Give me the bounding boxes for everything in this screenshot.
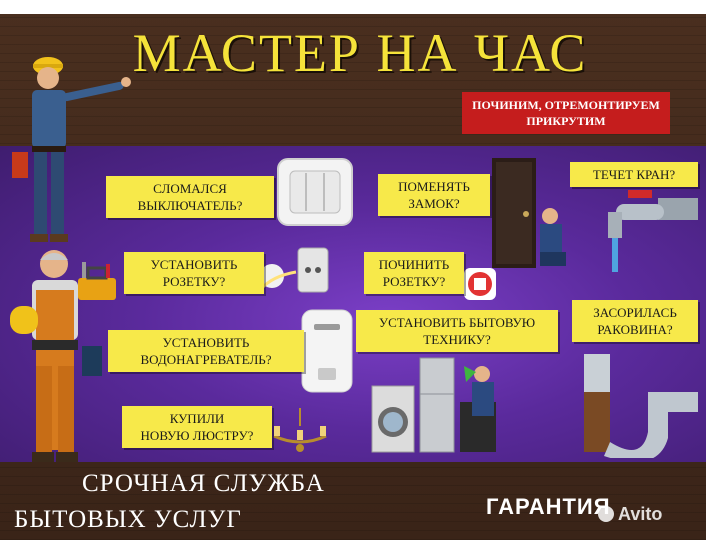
- service-label-line: ВОДОНАГРЕВАТЕЛЬ?: [140, 352, 272, 367]
- service-label-line: ВЫКЛЮЧАТЕЛЬ?: [137, 198, 243, 213]
- footer-service-line-1: СРОЧНАЯ СЛУЖБА: [82, 470, 325, 497]
- faucet-icon: [608, 190, 698, 272]
- service-label-line: УСТАНОВИТЬ БЫТОВУЮ: [378, 315, 536, 330]
- service-label-line: УСТАНОВИТЬ: [162, 335, 250, 350]
- home-appliances-illustration: [371, 357, 496, 453]
- service-label-install-socket: УСТАНОВИТЬ РОЗЕТКУ?: [124, 252, 264, 294]
- service-label-water-heater: УСТАНОВИТЬ ВОДОНАГРЕВАТЕЛЬ?: [108, 330, 304, 372]
- service-label-line: ПОМЕНЯТЬ: [398, 179, 470, 194]
- guarantee-label: ГАРАНТИЯ: [486, 494, 611, 519]
- service-label-line: ПОЧИНИТЬ: [378, 257, 450, 272]
- service-label-line: ТЕХНИКУ?: [423, 332, 491, 347]
- service-label-appliances: УСТАНОВИТЬ БЫТОВУЮ ТЕХНИКУ?: [356, 310, 558, 352]
- tagline-line-1: ПОЧИНИМ, ОТРЕМОНТИРУЕМ: [472, 98, 660, 112]
- chandelier-icon: [273, 408, 327, 452]
- avito-watermark: Avito: [598, 504, 662, 525]
- service-label-broken-switch: СЛОМАЛСЯ ВЫКЛЮЧАТЕЛЬ?: [106, 176, 274, 218]
- socket-install-illustration: [258, 247, 329, 293]
- service-label-line: ЗАМОК?: [408, 196, 460, 211]
- door-lock-illustration: [492, 158, 566, 268]
- watermark-text: Avito: [618, 504, 663, 524]
- avito-logo-icon: [598, 506, 614, 522]
- service-label-line: РАКОВИНА?: [597, 322, 673, 337]
- handyman-pointing-illustration: [12, 57, 131, 242]
- service-label-repair-socket: ПОЧИНИТЬ РОЗЕТКУ?: [364, 252, 464, 294]
- handyman-with-tools-illustration: [10, 250, 102, 462]
- service-label-line: УСТАНОВИТЬ: [150, 257, 238, 272]
- service-label-line: СЛОМАЛСЯ: [153, 181, 227, 196]
- toolbox-icon: [78, 262, 116, 300]
- tagline-line-2: ПРИКРУТИМ: [526, 114, 606, 128]
- poster-title: МАСТЕР НА ЧАС: [132, 23, 588, 83]
- service-label-line: ЗАСОРИЛАСЬ: [593, 305, 677, 320]
- service-label-line: ТЕЧЕТ КРАН?: [592, 167, 676, 182]
- service-label-line: РОЗЕТКУ?: [382, 274, 446, 289]
- service-label-change-lock: ПОМЕНЯТЬ ЗАМОК?: [378, 174, 490, 216]
- service-label-line: РОЗЕТКУ?: [162, 274, 226, 289]
- service-label-clogged-sink: ЗАСОРИЛАСЬ РАКОВИНА?: [572, 300, 698, 342]
- service-label-line: НОВУЮ ЛЮСТРУ?: [140, 428, 254, 443]
- service-label-leaking-tap: ТЕЧЕТ КРАН?: [570, 162, 698, 187]
- tagline-banner: ПОЧИНИМ, ОТРЕМОНТИРУЕМ ПРИКРУТИМ: [462, 92, 670, 134]
- sink-drain-illustration: [584, 354, 698, 458]
- broken-socket-icon: [464, 268, 496, 300]
- top-strip: [0, 0, 706, 14]
- service-label-chandelier: КУПИЛИ НОВУЮ ЛЮСТРУ?: [122, 406, 272, 448]
- service-label-line: КУПИЛИ: [169, 411, 225, 426]
- footer-service-line-2: БЫТОВЫХ УСЛУГ: [14, 506, 242, 533]
- water-heater-icon: [301, 309, 353, 393]
- light-switch-icon: [277, 158, 353, 226]
